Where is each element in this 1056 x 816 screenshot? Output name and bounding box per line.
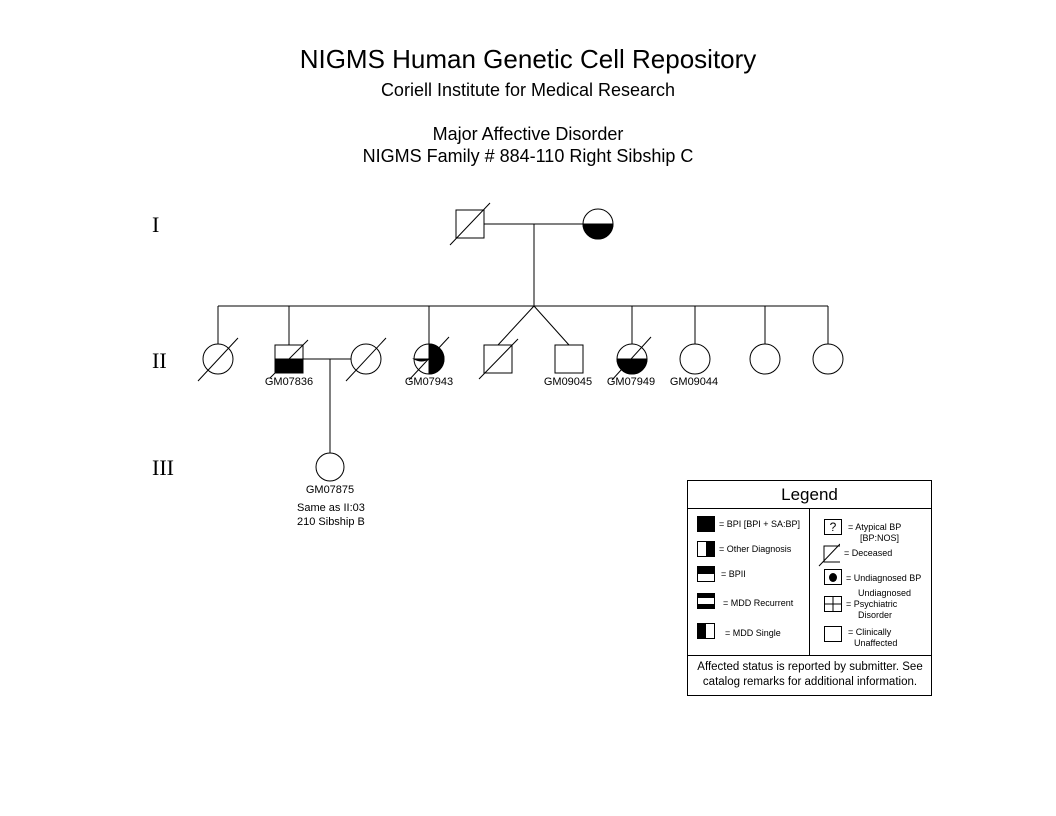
individual-ii-7 [611,336,652,381]
legend-unaffected-line2: Unaffected [854,638,898,648]
legend-footer: Affected status is reported by submitter… [692,660,928,690]
bpi-symbol [697,516,715,532]
individual-iii-1 [315,452,345,482]
legend-footer-line2: catalog remarks for additional informati… [702,676,918,688]
id-label-ii-2: GM07836 [264,376,314,388]
individual-i-1 [449,202,491,246]
other-diagnosis-symbol [697,541,715,557]
legend-undiagnosed-psych-line1: Undiagnosed [858,588,912,598]
generation-label-ii: II [152,348,167,373]
legend-bpii-label: = BPII [721,569,746,579]
id-label-ii-4: GM07943 [404,376,454,388]
legend-footer-line1: Affected status is reported by submitter… [697,661,923,673]
bpii-symbol [697,566,715,582]
individual-ii-6 [554,344,584,374]
legend-box: Legend = BPI [BPI + SA:BP] = Other Diagn… [687,480,932,696]
legend-undiagnosed-psych-line2: = Psychiatric [846,599,898,609]
disorder-title: Major Affective Disorder [432,124,624,144]
legend-mdd-single-label: = MDD Single [725,628,781,638]
note-line-2: 210 Sibship B [297,516,365,528]
individual-ii-9 [749,343,781,375]
generation-label-i: I [152,212,160,237]
individual-ii-5 [478,338,519,380]
legend-footer-divider [688,655,931,656]
family-title: NIGMS Family # 884-110 Right Sibship C [362,146,694,166]
institute-name: Coriell Institute for Medical Research [380,80,676,100]
id-label-ii-7: GM07949 [606,376,656,388]
individual-ii-10 [812,343,844,375]
legend-atypical-label: = Atypical BP [848,522,902,532]
legend-other-label: = Other Diagnosis [719,544,792,554]
legend-title: Legend [688,481,931,509]
id-label-ii-6: GM09045 [543,376,593,388]
unaffected-symbol [824,626,842,642]
legend-atypical-sub: [BP:NOS] [860,533,900,543]
mdd-single-symbol [697,623,715,639]
legend-bpi-label: = BPI [BPI + SA:BP] [719,519,801,529]
atypical-symbol: ? [824,519,842,535]
twin-line-right [533,305,570,346]
individual-ii-3 [345,337,387,382]
individual-ii-1 [197,337,239,382]
individual-ii-2 [269,339,309,379]
deceased-symbol [818,543,840,567]
legend-deceased-label: = Deceased [844,548,893,558]
legend-divider [809,508,810,655]
individual-ii-4 [408,336,450,381]
undiagnosed-psych-symbol [824,596,842,612]
generation-label-iii: III [152,455,174,480]
legend-undiagnosed-bp-label: = Undiagnosed BP [846,573,922,583]
id-label-ii-8: GM09044 [669,376,719,388]
undiagnosed-bp-symbol [824,569,842,585]
legend-undiagnosed-psych-line3: Disorder [858,610,893,620]
individual-i-2 [582,208,614,240]
legend-mdd-recurrent-label: = MDD Recurrent [723,598,794,608]
note-line-1: Same as II:03 [297,502,365,514]
mdd-recurrent-symbol [697,593,715,609]
id-label-iii-1: GM07875 [305,484,355,496]
page-title: NIGMS Human Genetic Cell Repository [299,44,757,74]
individual-ii-8 [679,343,711,375]
twin-line-left [497,305,535,346]
legend-unaffected-line1: = Clinically [848,627,892,637]
